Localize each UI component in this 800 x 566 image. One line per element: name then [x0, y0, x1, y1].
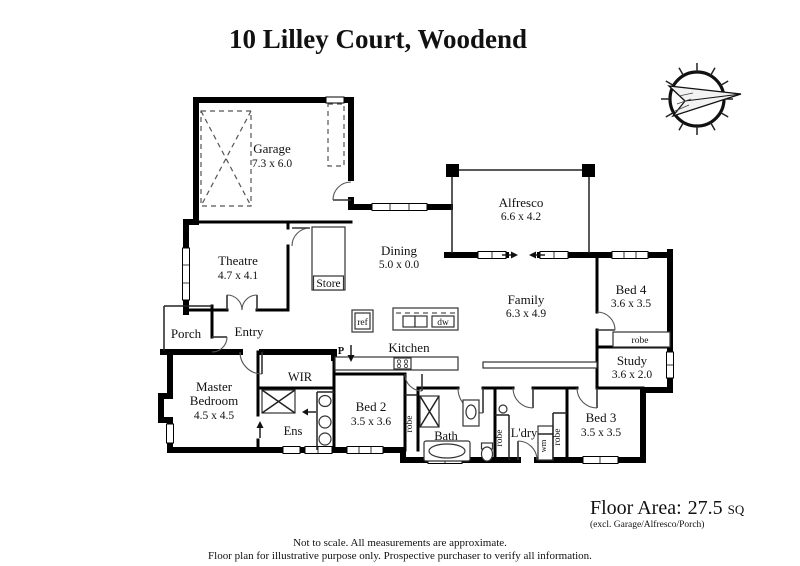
room-label-bed4: Bed 4: [616, 282, 647, 297]
room-dims-garage: 7.3 x 6.0: [252, 158, 293, 170]
robe-label-laundry: robe: [495, 430, 505, 447]
room-label-theatre: Theatre: [218, 253, 258, 268]
sink-icon: [402, 315, 428, 328]
shower-icon: [419, 395, 440, 428]
room-dims-family: 6.3 x 4.9: [506, 308, 547, 320]
room-label-wir: WIR: [288, 370, 313, 384]
floor-area-unit: SQ: [728, 502, 745, 517]
toilet-cistern-icon: [318, 432, 332, 446]
wc-icon: [480, 446, 494, 462]
room-label-garage: Garage: [253, 141, 291, 156]
room-labels: Garage 7.3 x 6.0 Theatre 4.7 x 4.1 Store…: [171, 141, 653, 443]
garage-car-space: [200, 110, 252, 207]
alfresco-structure: [446, 164, 595, 253]
room-label-master-line1: Master: [196, 379, 233, 394]
disclaimer-line1: Not to scale. All measurements are appro…: [293, 537, 507, 549]
interior-walls: [184, 220, 672, 462]
room-label-bed2: Bed 2: [356, 399, 387, 414]
cooktop-icon: [393, 357, 412, 370]
room-label-study: Study: [617, 353, 648, 368]
room-label-dining: Dining: [381, 243, 418, 258]
room-dims-dining: 5.0 x 0.0: [379, 259, 420, 271]
floor-area-note: (excl. Garage/Alfresco/Porch): [590, 519, 704, 530]
robe-label-bed2: robe: [405, 416, 415, 433]
washing-machine-icon: [537, 425, 554, 461]
laundry-fixtures: [495, 404, 567, 461]
compass-icon: [661, 63, 742, 135]
basin-icon: [318, 394, 332, 408]
basin-icon: [465, 404, 477, 420]
kitchen-fixtures: [334, 307, 459, 371]
shower-icon: [261, 389, 296, 414]
ens-arrow-up-icon: [256, 421, 264, 438]
svg-text:Floor Area:27.5SQ: Floor Area: 27.5 SQ: [590, 497, 745, 519]
room-label-store: Store: [316, 278, 340, 290]
floor-area-label: Floor Area:: [590, 497, 682, 519]
ens-arrow-left-icon: [302, 408, 316, 416]
room-label-entry: Entry: [235, 324, 264, 339]
fridge-label: ref: [357, 317, 368, 328]
store-cupboard: [311, 226, 346, 291]
room-dims-bed3: 3.5 x 3.5: [581, 427, 622, 439]
ensuite-fixtures: [261, 389, 334, 450]
family-south-wall: [482, 361, 598, 369]
bathroom-fixtures: [405, 394, 494, 462]
room-label-kitchen: Kitchen: [388, 340, 430, 355]
bathtub-icon: [423, 440, 471, 462]
floor-area-value: 27.5: [688, 497, 723, 519]
pantry-label: P: [338, 346, 345, 357]
dishwasher-label: dw: [437, 318, 449, 328]
sliding-door-arrow-right-icon: [502, 251, 518, 259]
room-label-bed3: Bed 3: [586, 410, 617, 425]
page-title: 10 Lilley Court, Woodend: [229, 24, 527, 54]
robe-label-bed3: robe: [553, 429, 563, 446]
room-dims-study: 3.6 x 2.0: [612, 369, 653, 381]
room-dims-bed2: 3.5 x 3.6: [351, 416, 392, 428]
room-dims-alfresco: 6.6 x 4.2: [501, 211, 542, 223]
disclaimer: Not to scale. All measurements are appro…: [208, 537, 592, 562]
washing-machine-label: wm: [538, 439, 548, 452]
room-label-laundry: L'dry: [511, 426, 538, 440]
trough-icon: [498, 404, 508, 414]
bed4-robe: [612, 331, 671, 348]
room-label-ens: Ens: [284, 424, 303, 438]
toilet-icon: [318, 415, 332, 429]
fridge-icon: [351, 309, 374, 333]
floor-area: Floor Area: 27.5 SQ (excl. Garage/Alfresco…: [590, 497, 745, 530]
room-label-porch: Porch: [171, 326, 202, 341]
disclaimer-line2: Floor plan for illustrative purpose only…: [208, 550, 592, 562]
room-label-alfresco: Alfresco: [499, 195, 544, 210]
room-label-master-line2: Bedroom: [190, 393, 238, 408]
room-dims-master: 4.5 x 4.5: [194, 410, 235, 422]
porch-outline: [163, 305, 212, 351]
robe-label-bed4: robe: [632, 336, 649, 346]
sliding-door-arrow-left-icon: [529, 251, 545, 259]
pantry-arrow-down-icon: [347, 345, 355, 362]
fixture-labels: ref dw P robe robe robe wm robe: [338, 317, 649, 452]
room-label-family: Family: [508, 292, 545, 307]
room-dims-theatre: 4.7 x 4.1: [218, 270, 259, 282]
room-dims-bed4: 3.6 x 3.5: [611, 298, 652, 310]
room-label-bath: Bath: [434, 429, 458, 443]
